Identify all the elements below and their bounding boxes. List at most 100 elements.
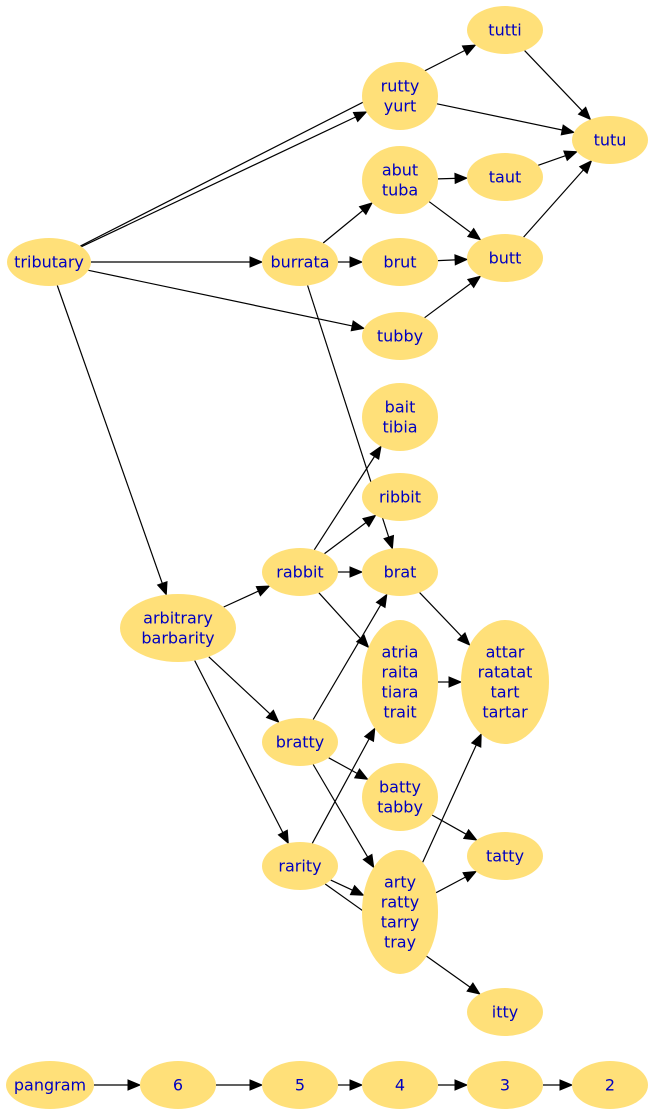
edge-atria-to-attar — [438, 676, 463, 688]
arrowhead-icon — [560, 124, 576, 136]
edge-line — [56, 285, 163, 584]
node-ellipse — [467, 988, 543, 1036]
arrowhead-icon — [127, 1079, 142, 1091]
node-tutti: tutti — [467, 6, 543, 54]
edge-bratty-to-arty — [312, 764, 375, 869]
edge-line — [424, 282, 472, 319]
node-ellipse — [467, 832, 543, 880]
arrowhead-icon — [358, 202, 374, 216]
arrowhead-icon — [362, 514, 377, 528]
node-ellipse — [572, 1061, 648, 1109]
arrowhead-icon — [363, 727, 376, 743]
edge-line — [422, 744, 477, 863]
node-tributary: tributary — [7, 238, 91, 286]
edge-line — [419, 592, 462, 637]
node-n5: 5 — [262, 1061, 338, 1109]
node-label: 5 — [295, 1076, 305, 1095]
node-ellipse — [362, 383, 438, 451]
edge-bratty-to-brat — [312, 593, 388, 720]
arrowhead-icon — [352, 111, 368, 123]
node-ellipse — [467, 1061, 543, 1109]
node-label: attar — [486, 643, 525, 662]
edge-rarity-to-atria — [311, 727, 376, 844]
node-ellipse — [362, 1061, 438, 1109]
node-label: bait — [385, 398, 416, 417]
node-ellipse — [467, 234, 543, 282]
edge-line — [428, 201, 472, 234]
node-n6: 6 — [140, 1061, 216, 1109]
edge-line — [318, 592, 361, 639]
node-ellipse — [262, 238, 338, 286]
arrowhead-icon — [277, 829, 289, 845]
node-label: ribbit — [379, 488, 421, 507]
node-ellipse — [262, 842, 338, 890]
node-ellipse — [467, 153, 543, 201]
node-label: brat — [384, 563, 417, 582]
node-label: 3 — [500, 1076, 510, 1095]
edge-line — [223, 590, 259, 608]
node-ellipse — [7, 238, 91, 286]
node-ellipse — [140, 1061, 216, 1109]
node-label: barbarity — [141, 629, 214, 648]
edge-line — [437, 177, 456, 180]
node-bratty: bratty — [262, 718, 338, 766]
node-brat: brat — [362, 548, 438, 596]
edge-line — [523, 169, 584, 238]
arrowhead-icon — [577, 106, 592, 121]
edge-abut-to-taut — [437, 172, 469, 185]
node-ellipse — [262, 1061, 338, 1109]
node-tatty: tatty — [467, 832, 543, 880]
arrowhead-icon — [350, 320, 366, 332]
edge-rutty-to-tutu — [436, 103, 576, 136]
arrowhead-icon — [466, 227, 482, 241]
node-ellipse — [362, 548, 438, 596]
arrowhead-icon — [448, 676, 463, 688]
node-ellipse — [467, 6, 543, 54]
edge-line — [328, 757, 358, 774]
arrowhead-icon — [375, 593, 388, 609]
node-tutu: tutu — [572, 116, 648, 164]
nodes-layer: tributarytuttiruttyyurttutuabuttubatautb… — [6, 6, 648, 1109]
node-ellipse — [6, 1061, 94, 1109]
edge-line — [524, 50, 583, 112]
edge-line — [324, 522, 367, 555]
node-label: itty — [492, 1003, 518, 1022]
edge-n6-to-n5 — [216, 1079, 264, 1091]
node-butt: butt — [467, 234, 543, 282]
edge-batty-to-tatty — [431, 814, 478, 841]
arrowhead-icon — [369, 445, 382, 461]
arrowhead-icon — [456, 632, 471, 646]
node-ellipse — [362, 146, 438, 214]
node-label: tuba — [382, 181, 418, 200]
edge-line — [88, 269, 353, 327]
node-label: tributary — [14, 253, 84, 272]
node-ellipse — [362, 763, 438, 831]
node-label: 4 — [395, 1076, 405, 1095]
arrowhead-icon — [349, 884, 365, 896]
node-n3: 3 — [467, 1061, 543, 1109]
edge-line — [435, 876, 466, 894]
node-ellipse — [362, 312, 438, 360]
edge-arty-to-tatty — [435, 870, 478, 894]
node-label: tubby — [377, 327, 423, 346]
arrowhead-icon — [563, 150, 579, 162]
node-label: atria — [382, 643, 419, 662]
node-ellipse — [362, 850, 438, 974]
node-label: abut — [382, 161, 418, 180]
node-ellipse — [461, 620, 549, 744]
edge-tributary-to-arbitrary — [56, 285, 168, 596]
edge-line — [437, 259, 456, 262]
edge-bratty-to-batty — [328, 757, 369, 780]
node-ellipse — [362, 62, 438, 130]
edge-pangram-to-n6 — [94, 1079, 142, 1091]
arrowhead-icon — [466, 275, 482, 289]
edge-line — [208, 656, 271, 715]
edge-arbitrary-to-rabbit — [223, 585, 271, 608]
arrowhead-icon — [362, 853, 375, 869]
